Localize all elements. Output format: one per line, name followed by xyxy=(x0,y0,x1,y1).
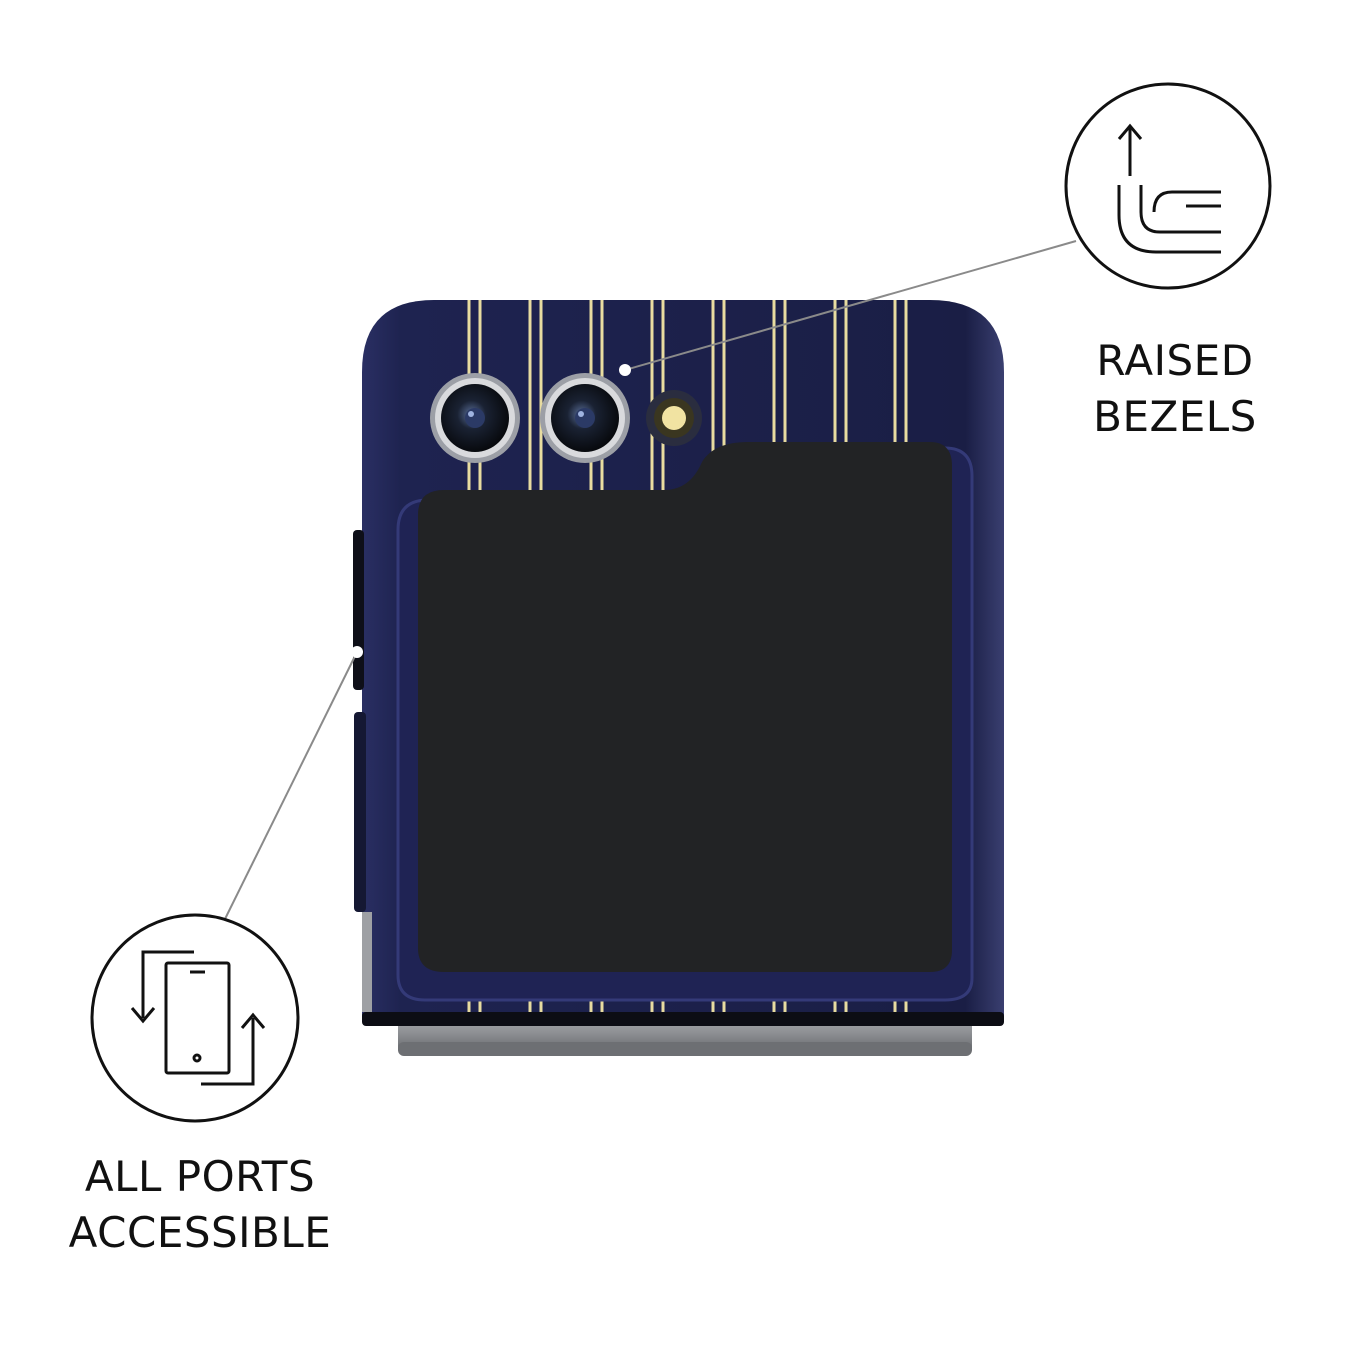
feature-label-line: BEZELS xyxy=(1093,392,1257,441)
feature-label-ports: ALL PORTS ACCESSIBLE xyxy=(40,1149,360,1261)
phone-rotate-icon xyxy=(90,913,300,1123)
feature-label-raised-bezels: RAISED BEZELS xyxy=(1060,333,1290,445)
cover-screen xyxy=(418,442,952,972)
side-button xyxy=(353,530,364,690)
feature-label-line: ACCESSIBLE xyxy=(68,1208,332,1257)
raised-bezel-icon xyxy=(1064,82,1272,290)
feature-label-line: RAISED xyxy=(1096,336,1254,385)
camera-module xyxy=(430,373,702,463)
callout-lines xyxy=(224,240,1077,920)
feature-label-line: ALL PORTS xyxy=(84,1152,316,1201)
